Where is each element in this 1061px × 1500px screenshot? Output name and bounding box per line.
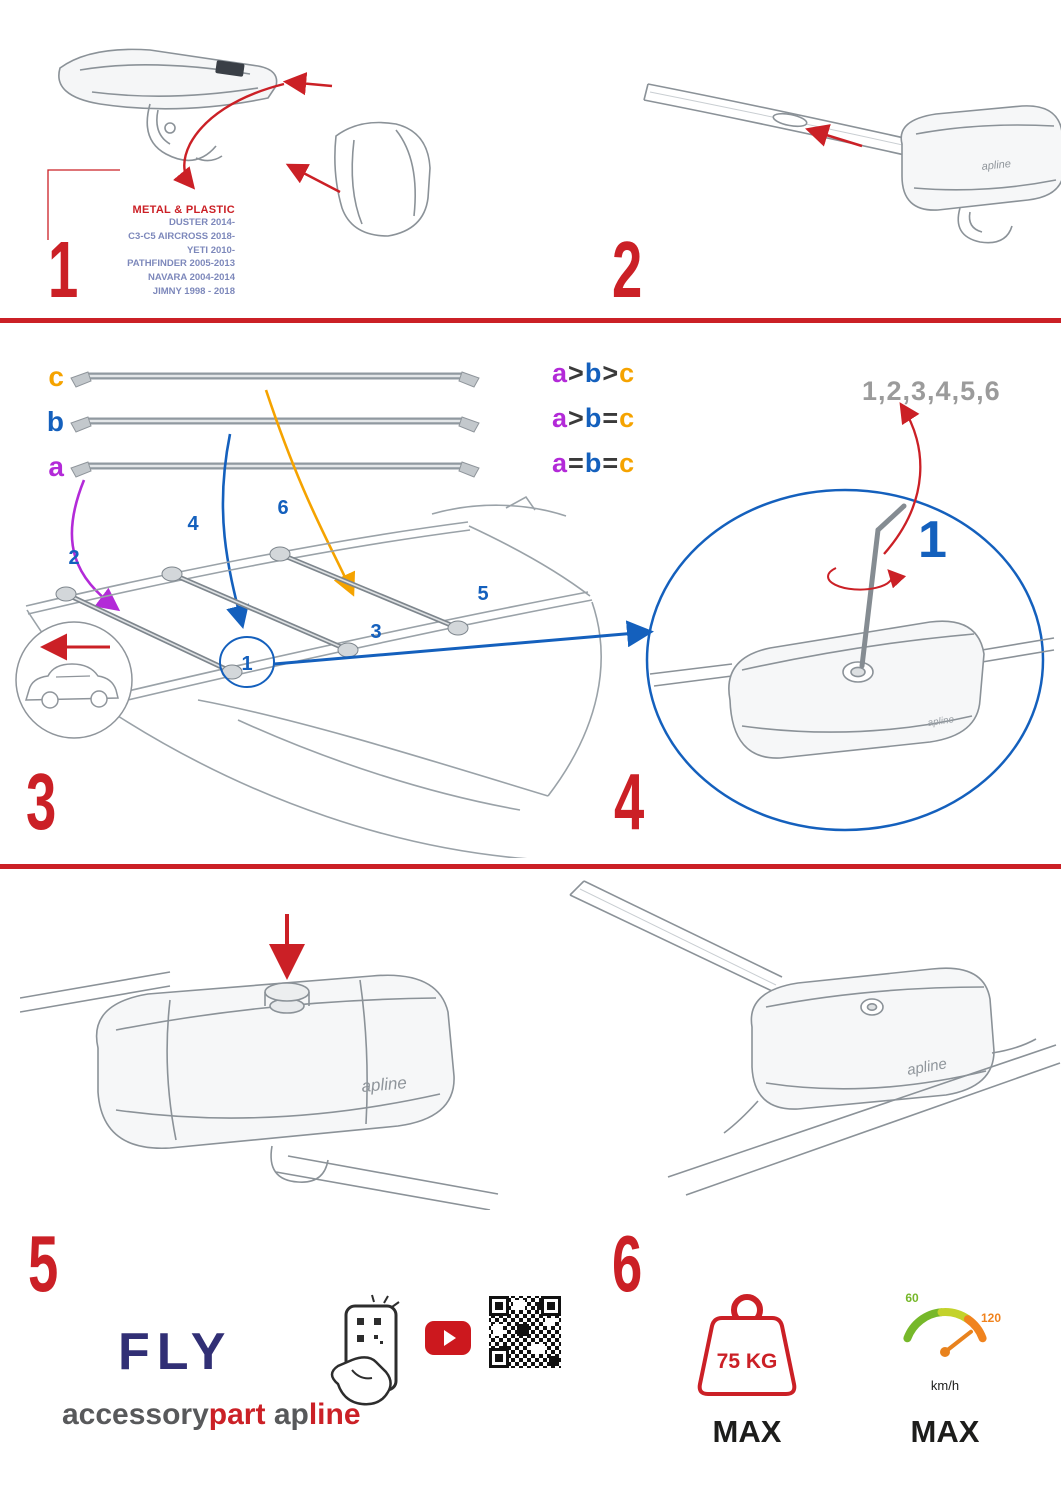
brand-line: line bbox=[308, 1398, 361, 1431]
sequence-first-number: 1 bbox=[918, 511, 947, 569]
zoom-pointer-arrow bbox=[273, 620, 654, 666]
step2-illustration: apline bbox=[643, 83, 1061, 244]
legend-c: c bbox=[619, 448, 636, 478]
legend-row-2: a>b=c bbox=[552, 403, 635, 448]
legend-op: = bbox=[602, 403, 620, 433]
crossbar bbox=[643, 83, 941, 163]
position-1-circle bbox=[219, 636, 275, 688]
step1-illustration bbox=[47, 48, 431, 240]
brand-wordmark: accessorypart apline bbox=[62, 1398, 361, 1432]
legend-c: c bbox=[619, 358, 636, 388]
cover-part bbox=[334, 121, 431, 237]
brand-part: part bbox=[208, 1398, 266, 1431]
mounted-crossbars bbox=[55, 546, 469, 680]
legend-row-1: a>b>c bbox=[552, 358, 635, 403]
step-number-1: 1 bbox=[48, 225, 78, 314]
legend-op: = bbox=[602, 448, 620, 478]
spacing-legend: a>b>c a>b=c a=b=c bbox=[552, 358, 635, 493]
bar-label-a: a bbox=[48, 451, 64, 482]
red-arrows bbox=[47, 71, 341, 240]
step5-illustration: apline bbox=[20, 914, 499, 1210]
foot-logo-text: apline bbox=[927, 714, 955, 729]
position-3: 3 bbox=[370, 621, 381, 643]
qr-code-icon bbox=[487, 1294, 563, 1370]
tightening-sequence: 1,2,3,4,5,6 bbox=[862, 376, 1001, 406]
product-name: FLY bbox=[118, 1323, 233, 1381]
phone-qr-scan-icon bbox=[330, 1294, 400, 1406]
position-5: 5 bbox=[477, 583, 488, 605]
section-divider bbox=[0, 864, 1061, 869]
position-1: 1 bbox=[241, 653, 252, 675]
position-4: 4 bbox=[187, 513, 199, 535]
legend-b: b bbox=[584, 403, 603, 433]
compatibility-block: METAL & PLASTIC DUSTER 2014- C3-C5 AIRCR… bbox=[85, 204, 235, 299]
foot-logo-text: apline bbox=[906, 1055, 948, 1079]
legend-op: > bbox=[568, 403, 585, 433]
position-6: 6 bbox=[277, 497, 288, 519]
youtube-icon bbox=[425, 1321, 471, 1355]
legend-b: b bbox=[584, 358, 603, 388]
step-number-4: 4 bbox=[614, 757, 644, 846]
step-number-5: 5 bbox=[28, 1219, 58, 1308]
bar-label-c: c bbox=[48, 361, 64, 392]
foot-zoom-drawing bbox=[649, 503, 1055, 759]
model-item: JIMNY 1998 - 2018 bbox=[152, 285, 235, 297]
model-item: C3-C5 AIRCROSS 2018- bbox=[128, 230, 235, 242]
installed-foot-drawing bbox=[569, 880, 1061, 1196]
weight-max-label: MAX bbox=[712, 1414, 782, 1449]
speedometer-icon: 60 120 km/h bbox=[903, 1291, 1001, 1393]
model-item: PATHFINDER 2005-2013 bbox=[127, 258, 235, 270]
step4-illustration: apline bbox=[645, 402, 1055, 832]
speed-max-label: MAX bbox=[910, 1414, 980, 1449]
legend-row-3: a=b=c bbox=[552, 448, 635, 493]
step-number-2: 2 bbox=[612, 225, 642, 314]
foot-cross-section bbox=[58, 48, 278, 162]
brand-ap: ap bbox=[273, 1398, 309, 1431]
model-item: DUSTER 2014- bbox=[169, 217, 235, 228]
weight-value: 75 KG bbox=[717, 1350, 778, 1373]
zoom-circle bbox=[645, 488, 1045, 832]
legend-c: c bbox=[619, 403, 636, 433]
section-divider bbox=[0, 318, 1061, 323]
position-numbers: 2 4 6 1 3 5 bbox=[68, 497, 488, 675]
brand-accessory: accessory bbox=[62, 1398, 209, 1431]
legend-op: > bbox=[568, 358, 585, 388]
legend-op: > bbox=[602, 358, 620, 388]
legend-a: a bbox=[552, 358, 569, 388]
crossbars-abc: c b a bbox=[47, 361, 480, 482]
material-label: METAL & PLASTIC bbox=[132, 204, 235, 216]
speed-unit-label: km/h bbox=[931, 1378, 959, 1393]
step3-illustration: c b a bbox=[15, 361, 654, 858]
speed-low-label: 60 bbox=[905, 1291, 919, 1305]
foot-part bbox=[900, 105, 1061, 244]
legend-a: a bbox=[552, 448, 569, 478]
legend-a: a bbox=[552, 403, 569, 433]
position-2: 2 bbox=[68, 547, 79, 569]
insert-arrow bbox=[805, 124, 863, 148]
bar-label-b: b bbox=[47, 406, 64, 437]
step6-illustration: apline bbox=[569, 880, 1061, 1196]
foot-logo-text: apline bbox=[981, 158, 1011, 173]
model-list: DUSTER 2014- C3-C5 AIRCROSS 2018- YETI 2… bbox=[85, 216, 235, 299]
legend-b: b bbox=[584, 448, 603, 478]
step-number-3: 3 bbox=[26, 757, 56, 846]
step-number-6: 6 bbox=[612, 1219, 642, 1308]
car-direction-inset bbox=[15, 621, 133, 739]
weight-max-icon: 75 KG bbox=[697, 1294, 797, 1396]
model-item: YETI 2010- bbox=[186, 244, 235, 256]
foot-logo-text: apline bbox=[361, 1073, 408, 1096]
speed-high-label: 120 bbox=[981, 1311, 1001, 1325]
foot-cap-drawing bbox=[20, 971, 499, 1210]
legend-op: = bbox=[568, 448, 585, 478]
red-arrows bbox=[827, 402, 922, 591]
model-item: NAVARA 2004-2014 bbox=[148, 272, 235, 284]
